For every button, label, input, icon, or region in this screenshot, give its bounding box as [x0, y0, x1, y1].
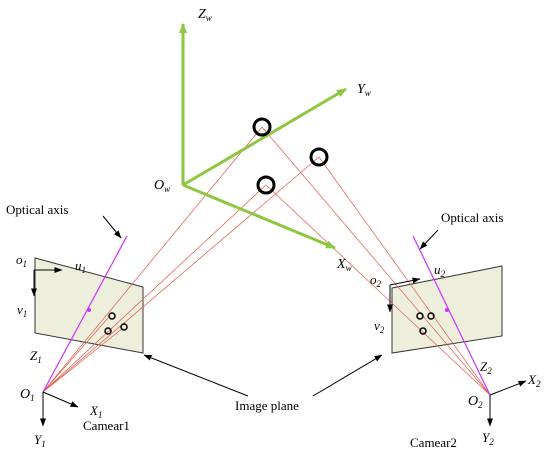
camera2-z-label: Z2: [480, 359, 492, 376]
world-origin-label: Ow: [154, 178, 170, 194]
world-point-1: [252, 117, 272, 137]
world-point-2: [309, 147, 329, 167]
optical-axis-right-arrow: [419, 229, 439, 250]
image-axes-left: [31, 267, 63, 297]
u-left-label: u1: [75, 258, 86, 275]
rays-camera2: [261, 126, 491, 396]
camera1-y-label: Y1: [34, 432, 46, 449]
camera1-z-label: Z1: [30, 348, 42, 365]
image-axes-right: [387, 277, 421, 313]
camera2-axes: [487, 380, 527, 427]
v-right-label: v2: [374, 318, 385, 335]
camera1-axes: [40, 391, 79, 427]
world-y-label: Yw: [357, 82, 371, 98]
v-left-label: v1: [17, 302, 27, 319]
optical-axis-line-right: [412, 235, 491, 396]
optical-axis-line-left: [42, 235, 128, 393]
world-point-3: [256, 175, 276, 195]
camera2-y-label: Y2: [482, 430, 494, 447]
camera1-x-label: X1: [89, 403, 102, 420]
optical-axis-left-arrow: [102, 215, 122, 239]
image-plane-left-arrow: [143, 354, 249, 397]
world-x-label: Xw: [336, 257, 352, 273]
u-right-label: u2: [434, 262, 446, 279]
principal-point-left: [87, 308, 91, 312]
camera2-origin-label: O2: [468, 394, 483, 410]
image-points-right: [416, 312, 435, 335]
camera2-x-label: X2: [527, 372, 541, 389]
image-plane-label: Image plane: [235, 398, 299, 413]
world-axes: [179, 23, 347, 250]
leader-arrows: [102, 215, 439, 397]
world-z-label: Zw: [198, 7, 212, 23]
img-origin-left-label: o1: [16, 252, 27, 269]
optical-axis-right-label: Optical axis: [441, 210, 503, 225]
world-x-axis: [182, 183, 336, 250]
optical-axis-left-label: Optical axis: [6, 202, 68, 217]
rays-camera1: [42, 126, 320, 393]
img-origin-right-label: o2: [370, 272, 382, 289]
image-points-left: [104, 312, 128, 335]
camera1-origin-label: O1: [20, 387, 35, 403]
image-plane-right-arrow: [312, 354, 383, 397]
camera1-name: Camear1: [83, 418, 130, 433]
camera2-name: Camear2: [410, 435, 457, 450]
world-y-axis: [182, 87, 347, 187]
principal-point-right: [445, 308, 449, 312]
